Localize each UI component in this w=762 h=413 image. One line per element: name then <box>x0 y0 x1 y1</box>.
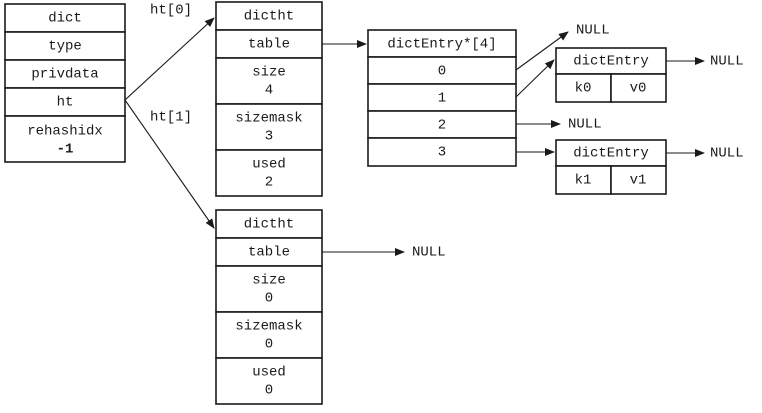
dict-entry-box <box>610 73 667 103</box>
dict-field-box <box>4 115 126 163</box>
dictht-0-size-value: 4 <box>265 83 273 99</box>
ht0-label: ht[0] <box>150 3 192 19</box>
dict-entry-1: dictEntry k1 v1 <box>555 139 667 195</box>
entry-slot-2: 2 <box>438 118 446 134</box>
dictht-0-used-value: 2 <box>265 175 273 191</box>
dictht-1-sizemask-value: 0 <box>265 337 273 353</box>
entry-array-box <box>367 83 517 112</box>
slot1-to-entry0-arrow <box>515 59 555 98</box>
dictht-1-header: dictht <box>244 217 294 233</box>
entry-slot-1: 1 <box>438 91 446 107</box>
entry-array-header: dictEntry*[4] <box>387 37 496 53</box>
dict-entry-0-header: dictEntry <box>573 54 649 70</box>
dict-field-box <box>4 3 126 33</box>
dict-field-ht: ht <box>57 95 74 111</box>
entry-slot-3: 3 <box>438 145 446 161</box>
dictht-0: dictht table size 4 sizemask 3 used 2 <box>215 1 323 197</box>
entry1-next-null: NULL <box>710 146 744 162</box>
ht1-pointer-arrow <box>124 99 215 229</box>
dict-entry-box <box>555 165 612 195</box>
dictht-0-size-label: size <box>252 65 286 81</box>
dictht-field-box <box>215 149 323 197</box>
dictht-1-used-value: 0 <box>265 383 273 399</box>
ht1-table-null: NULL <box>412 245 446 261</box>
dict-entry-array: dictEntry*[4] 0 1 2 3 <box>367 29 517 167</box>
dictht-1-size-label: size <box>252 273 286 289</box>
dict-entry-1-value: v1 <box>630 173 647 189</box>
dictht-1-size-value: 0 <box>265 291 273 307</box>
entry-array-box <box>367 56 517 85</box>
dictht-1-sizemask-label: sizemask <box>235 319 302 335</box>
dict-field-type: type <box>48 39 82 55</box>
dictht-0-sizemask-label: sizemask <box>235 111 302 127</box>
ht1-label: ht[1] <box>150 110 192 126</box>
dict-entry-1-header: dictEntry <box>573 146 649 162</box>
dictht-field-box <box>215 357 323 405</box>
dictht-field-box <box>215 103 323 151</box>
dict-field-privdata: privdata <box>31 67 98 83</box>
dict-entry-box <box>555 73 612 103</box>
dictht-0-sizemask-value: 3 <box>265 129 273 145</box>
slot2-null: NULL <box>568 117 602 133</box>
dictht-field-box <box>215 57 323 105</box>
dict-entry-1-key: k1 <box>575 173 592 189</box>
dict-field-rehashidx-value: -1 <box>57 142 74 158</box>
dictht-0-table: table <box>248 37 290 53</box>
dictht-1-table: table <box>248 245 290 261</box>
slot0-to-null-arrow <box>515 31 569 71</box>
dict-entry-0-value: v0 <box>630 81 647 97</box>
dictht-0-used-label: used <box>252 157 286 173</box>
dictht-1-used-label: used <box>252 365 286 381</box>
dict-entry-0-key: k0 <box>575 81 592 97</box>
entry-array-box <box>367 29 517 58</box>
dict-field-box <box>4 87 126 117</box>
dict-struct: dict type privdata ht rehashidx -1 <box>4 3 126 163</box>
dictht-field-box <box>215 1 323 31</box>
dict-entry-0: dictEntry k0 v0 <box>555 47 667 103</box>
dict-entry-box <box>610 165 667 195</box>
dict-field-dict: dict <box>48 11 82 27</box>
entry-array-box <box>367 110 517 139</box>
slot0-null: NULL <box>576 23 610 39</box>
dict-field-rehashidx-label: rehashidx <box>27 124 103 140</box>
dictht-1: dictht table size 0 sizemask 0 used 0 <box>215 209 323 405</box>
entry0-next-null: NULL <box>710 54 744 70</box>
dictht-field-box <box>215 265 323 313</box>
entry-slot-0: 0 <box>438 64 446 80</box>
dictht-0-header: dictht <box>244 9 294 25</box>
dictht-field-box <box>215 311 323 359</box>
ht0-pointer-arrow <box>124 17 215 101</box>
